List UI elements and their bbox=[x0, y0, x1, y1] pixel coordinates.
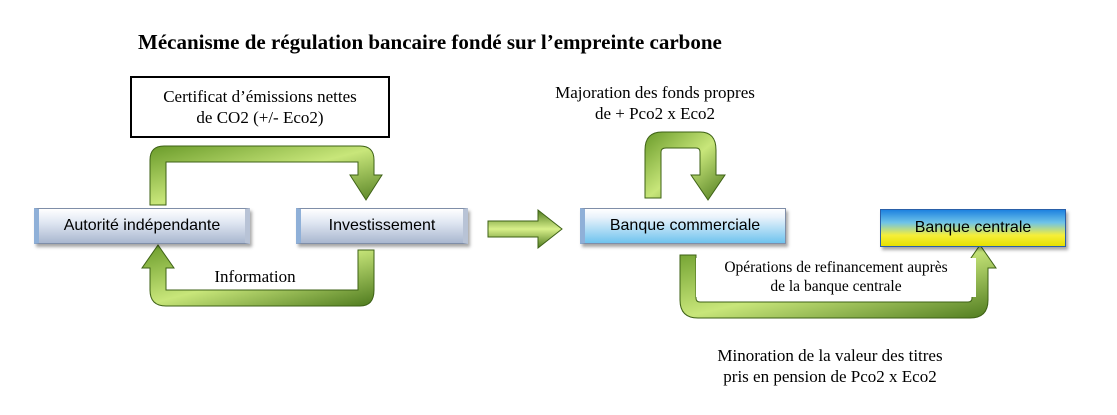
node-authority-label: Autorité indépendante bbox=[63, 217, 221, 234]
node-authority: Autorité indépendante bbox=[34, 208, 250, 244]
arrow-commercial-bank-self-loop bbox=[644, 131, 726, 201]
certificate-line-1: Certificat d’émissions nettes bbox=[163, 86, 357, 106]
arrow-authority-to-investment bbox=[149, 145, 383, 206]
certificate-box: Certificat d’émissions nettes de CO2 (+/… bbox=[130, 76, 390, 138]
arrow-investment-to-authority bbox=[141, 244, 375, 307]
node-central-bank-label: Banque centrale bbox=[914, 219, 1032, 236]
capital-label: Majoration des fonds propres de + Pco2 x… bbox=[520, 82, 790, 125]
capital-label-line-1: Majoration des fonds propres bbox=[555, 83, 755, 102]
certificate-line-2: de CO2 (+/- Eco2) bbox=[196, 108, 324, 127]
arrow-investment-to-commercial-bank bbox=[487, 208, 563, 250]
refinancing-label-line-2: de la banque centrale bbox=[770, 278, 902, 296]
node-commercial-bank-label: Banque commerciale bbox=[609, 217, 761, 234]
collateral-label-line-1: Minoration de la valeur des titres bbox=[717, 346, 943, 365]
collateral-label-line-2: pris en pension de Pco2 x Eco2 bbox=[723, 367, 937, 387]
refinancing-label: Opérations de refinancement auprès de la… bbox=[696, 258, 976, 297]
arrow-commercial-to-central-bank bbox=[679, 244, 997, 319]
information-label: Information bbox=[214, 267, 296, 286]
node-commercial-bank: Banque commerciale bbox=[580, 208, 786, 244]
capital-label-line-2: de + Pco2 x Eco2 bbox=[594, 104, 716, 124]
refinancing-label-line-1: Opérations de refinancement auprès bbox=[724, 259, 948, 276]
node-investment-label: Investissement bbox=[328, 217, 436, 234]
node-investment: Investissement bbox=[296, 208, 468, 244]
node-central-bank: Banque centrale bbox=[880, 209, 1066, 247]
collateral-label: Minoration de la valeur des titres pris … bbox=[680, 345, 980, 388]
page-title: Mécanisme de régulation bancaire fondé s… bbox=[138, 30, 722, 54]
